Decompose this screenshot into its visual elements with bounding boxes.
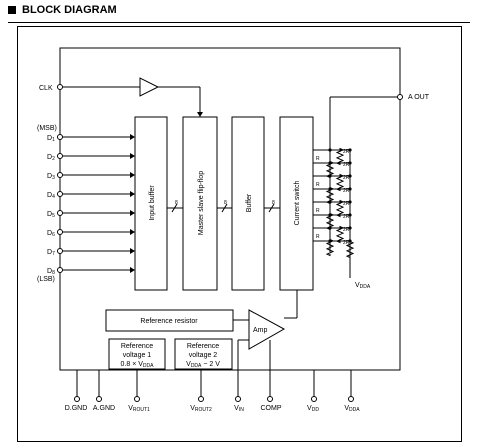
flipflop-block bbox=[182, 116, 218, 291]
data-pin-4 bbox=[57, 191, 63, 197]
resistor-r-label-4: R bbox=[316, 234, 320, 240]
aout-pin bbox=[397, 94, 403, 100]
data-pin-3 bbox=[57, 172, 63, 178]
data-pin-label-1: D1 bbox=[47, 135, 55, 143]
diagram-frame bbox=[17, 26, 462, 442]
clk-label: CLK bbox=[39, 85, 53, 92]
aout-label: A OUT bbox=[408, 94, 430, 101]
resistor-2r-label-2: 2R bbox=[343, 162, 350, 168]
resistor-r-4 bbox=[325, 238, 335, 257]
amp-label: Amp bbox=[253, 327, 268, 334]
dgnd-label: D.GND bbox=[65, 405, 88, 412]
vin-label: VIN bbox=[234, 405, 244, 413]
refv2-line1: Reference bbox=[187, 343, 219, 350]
resistor-2r-label-6: 2R bbox=[343, 214, 350, 220]
data-pin-label-6: D6 bbox=[47, 230, 55, 238]
resistor-2r-label-3: 2R bbox=[343, 175, 350, 181]
reference-voltage-1-block bbox=[108, 338, 166, 370]
resistor-2r-label-4: 2R bbox=[343, 188, 350, 194]
reference-resistor-label: Reference resistor bbox=[140, 318, 198, 325]
dgnd-pin bbox=[74, 396, 80, 402]
resistor-2r-3 bbox=[335, 173, 345, 192]
input-buffer-block bbox=[134, 116, 168, 291]
current-switch-block bbox=[279, 116, 314, 291]
bus-width-label-3: 8 bbox=[272, 200, 275, 206]
refv2-line3: VDDA − 2 V bbox=[186, 361, 220, 369]
ic-boundary bbox=[59, 47, 401, 371]
data-pin-2 bbox=[57, 153, 63, 159]
resistor-r-2 bbox=[325, 186, 335, 205]
resistor-2r-label-7: 2R bbox=[343, 227, 350, 233]
vrout2-pin bbox=[198, 396, 204, 402]
heading-square-icon bbox=[8, 6, 16, 14]
vdda-label: VDDA bbox=[344, 405, 360, 413]
vrout2-label: VROUT2 bbox=[190, 405, 212, 413]
bus-width-label-2: 8 bbox=[224, 200, 227, 206]
heading: BLOCK DIAGRAM bbox=[8, 4, 117, 16]
vrout1-label: VROUT1 bbox=[128, 405, 150, 413]
input-buffer-label: Input buffer bbox=[149, 185, 156, 221]
resistor-r-label-3: R bbox=[316, 208, 320, 214]
resistor-r-1 bbox=[325, 160, 335, 179]
data-pin-1 bbox=[57, 134, 63, 140]
refv2-line2: voltage 2 bbox=[189, 352, 218, 359]
vdda-pin bbox=[348, 396, 354, 402]
resistor-r-3 bbox=[325, 212, 335, 231]
heading-rule bbox=[8, 22, 470, 23]
vdd-pin bbox=[311, 396, 317, 402]
buffer-block bbox=[231, 116, 265, 291]
flipflop-label: Master slave flip-flop bbox=[198, 171, 205, 235]
data-pin-label-7: D7 bbox=[47, 249, 55, 257]
vrout1-pin bbox=[134, 396, 140, 402]
resistor-2r-1 bbox=[335, 147, 345, 166]
data-pin-6 bbox=[57, 229, 63, 235]
clk-buffer-triangle bbox=[139, 77, 160, 97]
resistor-2r-label-8: 2R bbox=[343, 240, 350, 246]
resistor-2r-5 bbox=[335, 199, 345, 218]
agnd-label: A.GND bbox=[93, 405, 115, 412]
refv1-line3: 0.8 × VDDA bbox=[121, 361, 155, 369]
refv1-line1: Reference bbox=[121, 343, 153, 350]
heading-title: BLOCK DIAGRAM bbox=[22, 4, 117, 16]
clk-pin bbox=[57, 84, 63, 90]
resistor-r-label-2: R bbox=[316, 182, 320, 188]
vin-pin bbox=[235, 396, 241, 402]
data-pin-label-8: D8 bbox=[47, 268, 55, 276]
r-2r-ladder: R 2R 2R R 2R 2R R 2R 2R R 2R 2R bbox=[313, 147, 355, 258]
data-pin-label-4: D4 bbox=[47, 192, 55, 200]
data-pin-5 bbox=[57, 210, 63, 216]
comp-label: COMP bbox=[261, 405, 282, 412]
ladder-vdda-label: VDDA bbox=[355, 282, 371, 290]
msb-label: (MSB) bbox=[37, 125, 57, 132]
resistor-2r-7 bbox=[335, 225, 345, 244]
data-pin-label-5: D5 bbox=[47, 211, 55, 219]
lsb-label: (LSB) bbox=[37, 276, 55, 283]
data-pin-label-3: D3 bbox=[47, 173, 55, 181]
bus-width-label-1: 8 bbox=[175, 200, 178, 206]
resistor-r-label-1: R bbox=[316, 156, 320, 162]
data-pin-8 bbox=[57, 267, 63, 273]
amp-triangle bbox=[248, 309, 286, 350]
reference-voltage-2-block bbox=[174, 338, 233, 370]
resistor-2r-label-1: 2R bbox=[343, 149, 350, 155]
refv1-line2: voltage 1 bbox=[123, 352, 152, 359]
comp-pin bbox=[267, 396, 273, 402]
buffer-label: Buffer bbox=[246, 193, 253, 212]
data-pin-label-2: D2 bbox=[47, 154, 55, 162]
data-pin-7 bbox=[57, 248, 63, 254]
vdd-label: VDD bbox=[307, 405, 319, 413]
resistor-2r-terminal bbox=[345, 241, 355, 258]
current-switch-label: Current switch bbox=[294, 181, 301, 226]
resistor-2r-label-5: 2R bbox=[343, 201, 350, 207]
agnd-pin bbox=[96, 396, 102, 402]
